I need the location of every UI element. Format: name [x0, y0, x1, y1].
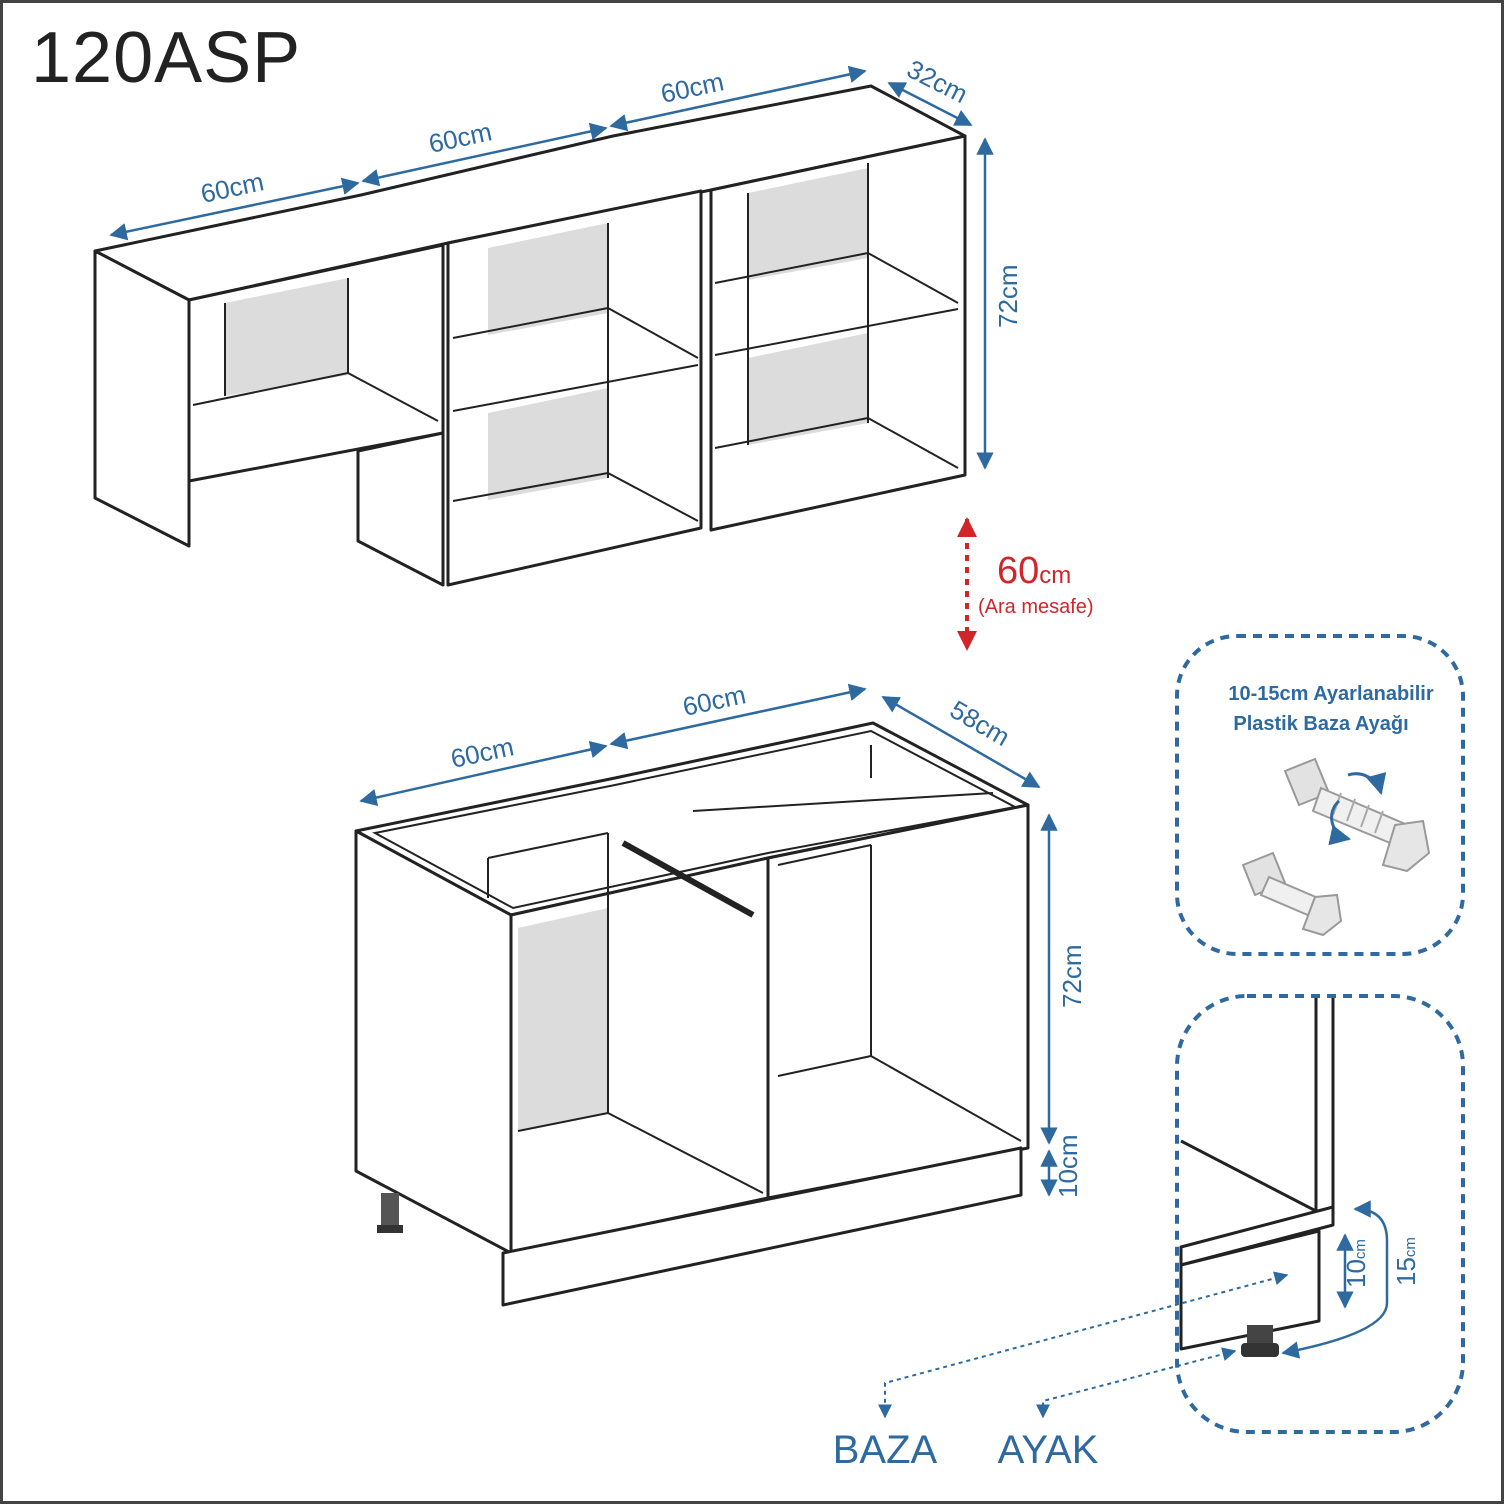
- short-leg-icon: [1241, 851, 1343, 937]
- upper-depth-label: 32cm: [902, 54, 972, 110]
- svg-text:10cm: 10cm: [1341, 1239, 1371, 1288]
- model-code: 120ASP: [31, 18, 302, 98]
- baza-label: BAZA: [833, 1428, 938, 1472]
- leader-lines: [878, 1271, 1289, 1419]
- detail-min-unit: cm: [1352, 1239, 1369, 1259]
- ayak-label: AYAK: [998, 1428, 1099, 1472]
- lower-cabinet: [354, 721, 1030, 1307]
- gap-marker: 60cm (Ara mesafe): [957, 517, 1094, 651]
- upper-cabinet: [93, 84, 967, 587]
- lower-depth-label: 58cm: [945, 694, 1015, 752]
- gap-unit: cm: [1039, 562, 1071, 589]
- adjustable-leg-icon: [1283, 757, 1431, 873]
- leg-callout-line-1: 10-15cm Ayarlanabilir: [1228, 683, 1434, 705]
- gap-note: (Ara mesafe): [978, 596, 1094, 618]
- detail-max-value: 15: [1391, 1257, 1421, 1286]
- detail-max-unit: cm: [1402, 1237, 1419, 1257]
- gap-value: 60: [997, 550, 1039, 592]
- lower-plinth-label: 10cm: [1053, 1134, 1083, 1198]
- kitchen-cabinet-diagram: 60cm 60cm 60cm 32cm 72cm 60cm (Ara mesaf…: [93, 54, 1465, 1472]
- lower-height-label: 72cm: [1057, 944, 1087, 1008]
- leg-callout-line-2: Plastik Baza Ayağı: [1233, 713, 1408, 735]
- upper-width-1-label: 60cm: [198, 166, 266, 209]
- upper-height-label: 72cm: [993, 264, 1023, 328]
- leg-callout: 10-15cm Ayarlanabilir Plastik Baza Ayağı: [1175, 634, 1465, 956]
- svg-text:60cm: 60cm: [997, 550, 1071, 592]
- detail-min-value: 10: [1341, 1259, 1371, 1288]
- detail-callout: 10cm 15cm: [1175, 994, 1465, 1434]
- upper-width-2-label: 60cm: [426, 116, 494, 159]
- svg-text:15cm: 15cm: [1391, 1237, 1421, 1286]
